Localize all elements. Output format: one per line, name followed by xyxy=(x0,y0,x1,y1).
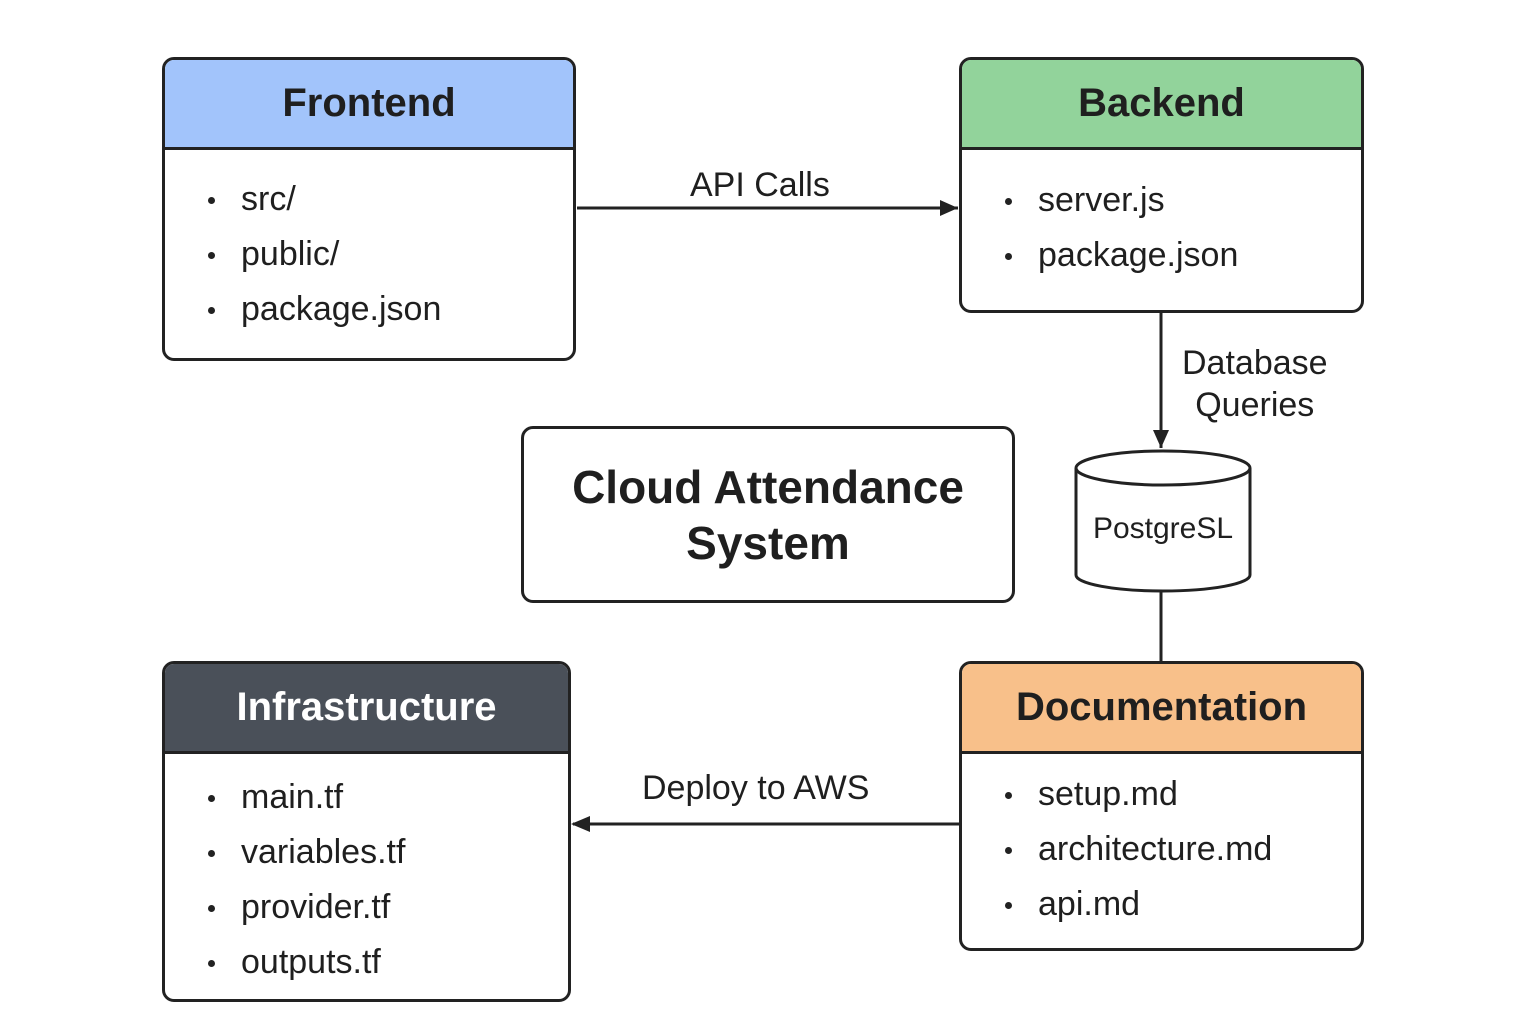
backend-body: server.js package.json xyxy=(962,150,1361,283)
list-item: outputs.tf xyxy=(165,935,568,990)
list-item: setup.md xyxy=(962,767,1361,822)
list-item: api.md xyxy=(962,877,1361,932)
deploy-arrowhead xyxy=(571,816,590,832)
frontend-body: src/ public/ package.json xyxy=(165,150,573,337)
api-calls-arrowhead xyxy=(940,200,958,216)
database-label: PostgreSL xyxy=(1092,512,1234,545)
frontend-header: Frontend xyxy=(165,60,573,150)
frontend-file-list: src/ public/ package.json xyxy=(165,172,573,337)
list-item: package.json xyxy=(165,282,573,337)
list-item: src/ xyxy=(165,172,573,227)
list-item: provider.tf xyxy=(165,880,568,935)
database-cylinder xyxy=(1074,449,1252,593)
list-item: main.tf xyxy=(165,770,568,825)
db-queries-arrowhead xyxy=(1153,430,1169,448)
backend-header: Backend xyxy=(962,60,1361,150)
database-queries-line1: Database xyxy=(1182,344,1328,382)
database-queries-label: Database Queries xyxy=(1182,342,1328,426)
database-queries-line2: Queries xyxy=(1195,386,1315,424)
list-item: package.json xyxy=(962,228,1361,283)
page-title-line2: System xyxy=(686,516,850,569)
documentation-header: Documentation xyxy=(962,664,1361,754)
list-item: architecture.md xyxy=(962,822,1361,877)
documentation-file-list: setup.md architecture.md api.md xyxy=(962,767,1361,932)
infrastructure-header: Infrastructure xyxy=(165,664,568,754)
title-box: Cloud Attendance System xyxy=(521,426,1015,603)
infrastructure-file-list: main.tf variables.tf provider.tf outputs… xyxy=(165,770,568,990)
backend-box: Backend server.js package.json xyxy=(959,57,1364,313)
deploy-label: Deploy to AWS xyxy=(642,769,870,807)
documentation-body: setup.md architecture.md api.md xyxy=(962,754,1361,932)
frontend-box: Frontend src/ public/ package.json xyxy=(162,57,576,361)
infrastructure-body: main.tf variables.tf provider.tf outputs… xyxy=(165,754,568,990)
backend-file-list: server.js package.json xyxy=(962,173,1361,283)
api-calls-label: API Calls xyxy=(690,166,830,204)
list-item: variables.tf xyxy=(165,825,568,880)
infrastructure-box: Infrastructure main.tf variables.tf prov… xyxy=(162,661,571,1002)
page-title-line1: Cloud Attendance xyxy=(572,460,964,513)
documentation-box: Documentation setup.md architecture.md a… xyxy=(959,661,1364,951)
list-item: server.js xyxy=(962,173,1361,228)
list-item: public/ xyxy=(165,227,573,282)
